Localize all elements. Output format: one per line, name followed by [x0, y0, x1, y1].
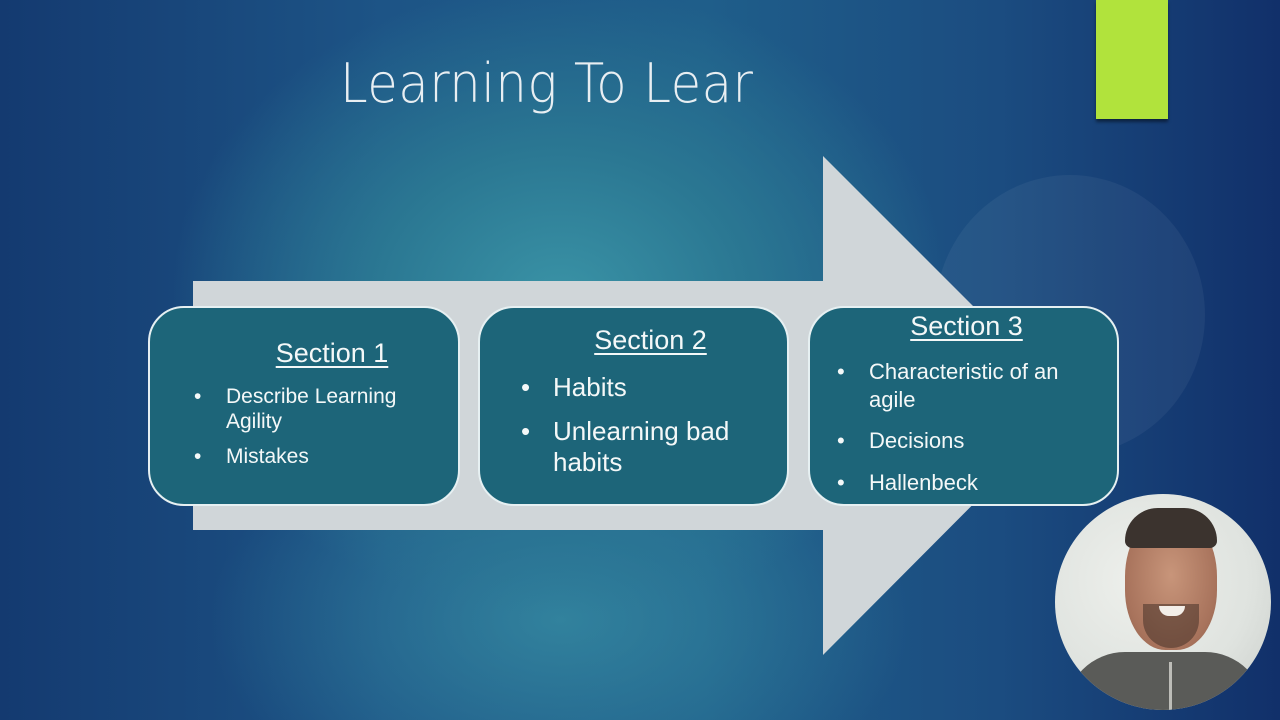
section-1-heading: Section 1	[275, 338, 389, 368]
accent-bar	[1096, 0, 1168, 119]
bullet-item: Decisions	[837, 427, 1109, 455]
bullet-item: Habits	[521, 372, 783, 403]
hoodie-zipper	[1169, 662, 1172, 710]
presenter-webcam	[1055, 494, 1271, 710]
section-3-heading: Section 3	[910, 311, 1023, 341]
section-2-box: Section 2 Habits Unlearning bad habits	[478, 306, 789, 506]
section-2-heading: Section 2	[594, 325, 707, 355]
bullet-item: Mistakes	[194, 444, 446, 469]
slide-title: Learning To Lear	[340, 52, 754, 115]
bullet-item: Characteristic of an agile	[837, 358, 1109, 413]
section-3-bullets: Characteristic of an agile Decisions Hal…	[837, 358, 1109, 510]
bullet-item: Describe Learning Agility	[194, 384, 446, 434]
bullet-item: Hallenbeck	[837, 469, 1109, 497]
section-3-box: Section 3 Characteristic of an agile Dec…	[808, 306, 1119, 506]
presenter-mouth	[1159, 606, 1185, 616]
presenter-hoodie	[1065, 652, 1265, 710]
presenter-hair	[1125, 508, 1217, 548]
bullet-item: Unlearning bad habits	[521, 416, 783, 478]
section-2-bullets: Habits Unlearning bad habits	[521, 372, 783, 492]
section-1-bullets: Describe Learning Agility Mistakes	[194, 384, 446, 480]
section-1-box: Section 1 Describe Learning Agility Mist…	[148, 306, 460, 506]
